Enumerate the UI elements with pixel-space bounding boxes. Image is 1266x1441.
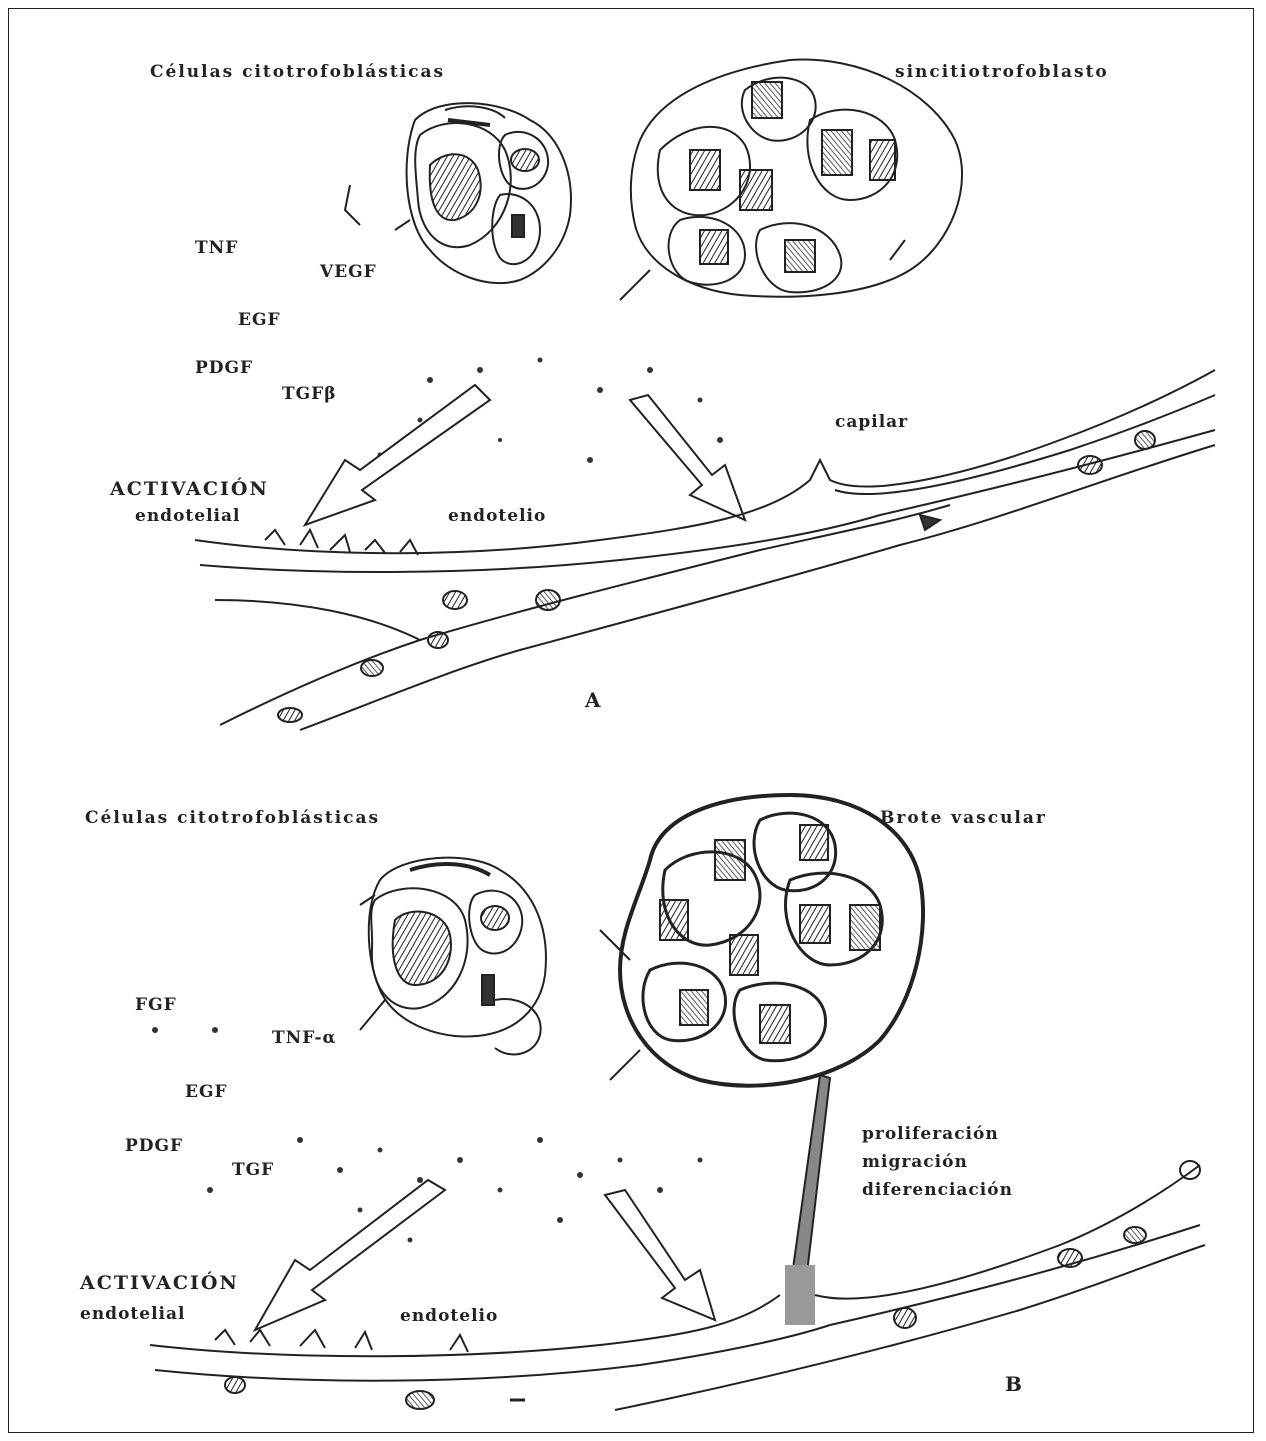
panel-a (195, 60, 1215, 730)
vascular-sprout-cluster-b (620, 795, 923, 1325)
panel-a-activation-sub: endotelial (135, 506, 240, 526)
panel-a-endothelium-label: endotelio (448, 506, 546, 526)
panel-a-cytotrophoblast-title: Células citotrofoblásticas (150, 62, 445, 82)
panel-a-activation-label: ACTIVACIÓN (110, 478, 269, 500)
panel-b (150, 795, 1205, 1410)
panel-b-factor-tgf: TGF (232, 1160, 274, 1180)
panel-a-factor-tgfb: TGFβ (282, 384, 337, 404)
panel-b-factor-tnfa: TNF-α (272, 1028, 337, 1048)
panel-b-factor-egf: EGF (185, 1082, 228, 1102)
panel-b-activation-label: ACTIVACIÓN (80, 1272, 239, 1294)
panel-a-capillary-label: capilar (835, 412, 908, 432)
panel-b-activation-sub: endotelial (80, 1304, 185, 1324)
panel-b-process-migration: migración (862, 1152, 968, 1172)
panel-b-cytotrophoblast-title: Células citotrofoblásticas (85, 808, 380, 828)
panel-a-factor-pdgf: PDGF (195, 358, 253, 378)
panel-a-letter: A (585, 688, 602, 712)
panel-b-process-differentiation: diferenciación (862, 1180, 1013, 1200)
panel-b-letter: B (1005, 1372, 1023, 1396)
panel-b-process-proliferation: proliferación (862, 1124, 999, 1144)
cytotrophoblast-cells-a (407, 103, 571, 283)
syncytiotrophoblast-cluster-a (631, 60, 962, 297)
panel-a-factor-egf: EGF (238, 310, 281, 330)
cytotrophoblast-cells-b (369, 858, 546, 1055)
panel-a-syncytiotrophoblast-title: sincitiotrofoblasto (895, 62, 1109, 82)
panel-b-factor-fgf: FGF (135, 995, 177, 1015)
capillary-vessel-a (195, 370, 1215, 730)
arrow-left-a (305, 385, 490, 525)
panel-b-vascular-sprout-title: Brote vascular (880, 808, 1047, 828)
panel-a-factor-tnf: TNF (195, 238, 238, 258)
panel-b-endothelium-label: endotelio (400, 1306, 498, 1326)
panel-b-factor-pdgf: PDGF (125, 1136, 183, 1156)
arrow-right-a (630, 395, 745, 520)
arrow-right-b (605, 1190, 715, 1320)
panel-a-factor-vegf: VEGF (320, 262, 377, 282)
